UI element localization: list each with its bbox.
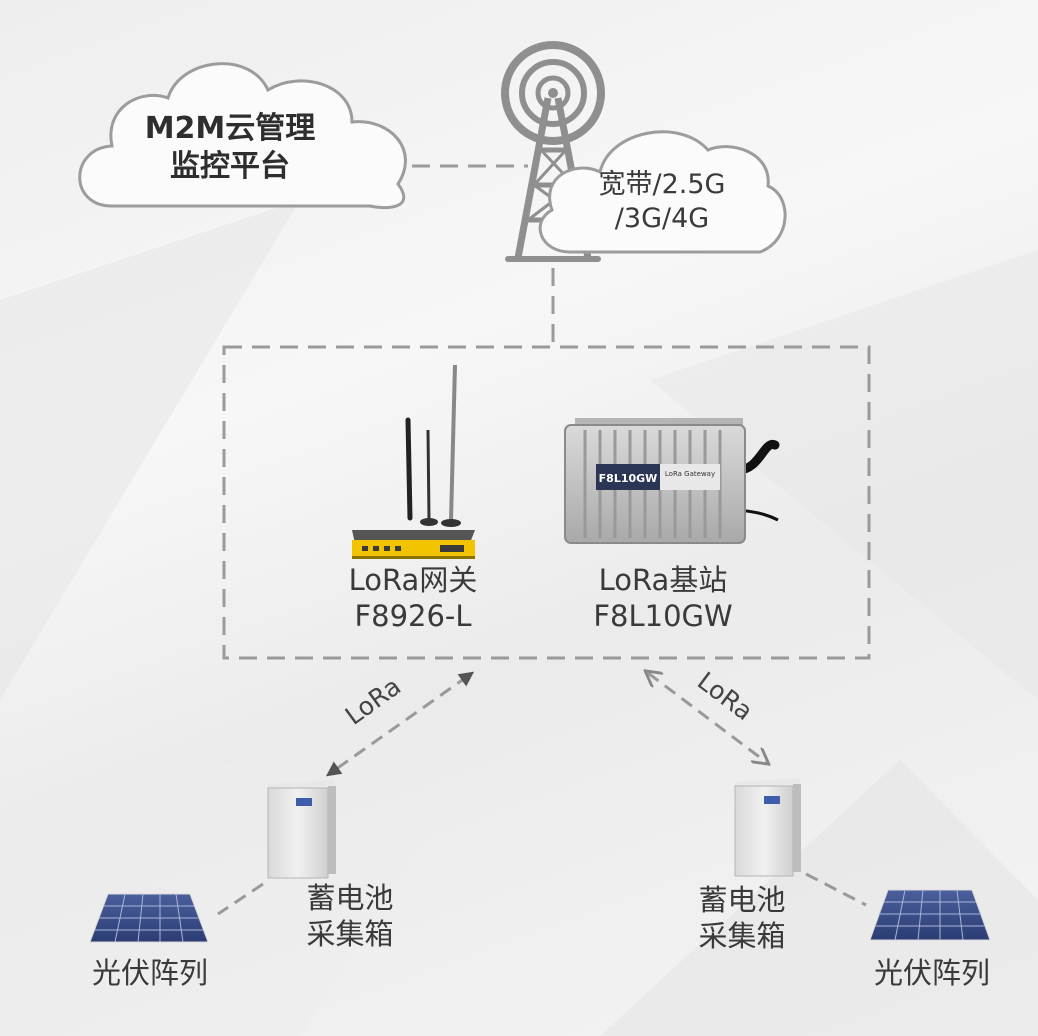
antenna-icon bbox=[449, 364, 457, 521]
gateway-model: F8926-L bbox=[354, 599, 472, 634]
battery-cabinet-left bbox=[267, 780, 336, 879]
gateway-name: LoRa网关 bbox=[348, 563, 478, 597]
lora-link-right-label: LoRa bbox=[692, 666, 758, 726]
lora-link-right-arrow bbox=[648, 673, 766, 762]
pv-left-label: 光伏阵列 bbox=[70, 955, 230, 991]
cloud-network bbox=[538, 130, 787, 254]
antenna-icon bbox=[426, 429, 431, 521]
base-station-plate-model: F8L10GW bbox=[599, 472, 658, 485]
battery-right-line2: 采集箱 bbox=[698, 919, 786, 954]
cloud-platform-label: M2M云管理 监控平台 bbox=[110, 110, 350, 185]
pv-right-text: 光伏阵列 bbox=[873, 956, 990, 990]
battery-right-line1: 蓄电池 bbox=[698, 883, 786, 917]
base-station-plate-brand: LoRa Gateway bbox=[665, 470, 715, 478]
lora-gateway-device bbox=[352, 364, 475, 559]
gateway-label: LoRa网关 F8926-L bbox=[318, 562, 508, 635]
battery-right-label: 蓄电池 采集箱 bbox=[682, 882, 802, 955]
pv-left-text: 光伏阵列 bbox=[91, 956, 208, 990]
battery-left-line2: 采集箱 bbox=[306, 917, 394, 952]
cloud-platform bbox=[78, 62, 407, 210]
cloud-platform-line2: 监控平台 bbox=[170, 148, 290, 184]
cloud-shape bbox=[78, 62, 407, 210]
lora-base-station-device: F8L10GW LoRa Gateway bbox=[564, 418, 780, 544]
antenna-icon bbox=[405, 417, 413, 521]
network-cloud-shape bbox=[538, 130, 787, 254]
solar-panel-left-icon bbox=[89, 893, 209, 943]
link-battery-pv-left bbox=[217, 882, 264, 916]
device-group-box bbox=[222, 345, 871, 660]
solar-panel-right-icon bbox=[869, 889, 991, 941]
lora-link-left-label: LoRa bbox=[340, 671, 406, 730]
pv-right-label: 光伏阵列 bbox=[852, 955, 1012, 991]
cloud-platform-line1: M2M云管理 bbox=[144, 111, 316, 146]
link-battery-pv-right bbox=[805, 872, 867, 907]
battery-left-line1: 蓄电池 bbox=[306, 881, 394, 915]
base-station-label: LoRa基站 F8L10GW bbox=[568, 562, 758, 635]
battery-cabinet-right bbox=[734, 778, 801, 877]
battery-left-label: 蓄电池 采集箱 bbox=[290, 880, 410, 953]
network-label: 宽带/2.5G /3G/4G bbox=[572, 168, 752, 236]
lora-link-left-arrow bbox=[325, 671, 475, 777]
antenna-tower-icon bbox=[501, 41, 605, 262]
background-shapes bbox=[0, 200, 1038, 1036]
network-line1: 宽带/2.5G bbox=[598, 169, 726, 200]
base-station-name: LoRa基站 bbox=[598, 563, 728, 597]
base-station-model: F8L10GW bbox=[593, 599, 733, 634]
network-line2: /3G/4G bbox=[614, 202, 710, 234]
